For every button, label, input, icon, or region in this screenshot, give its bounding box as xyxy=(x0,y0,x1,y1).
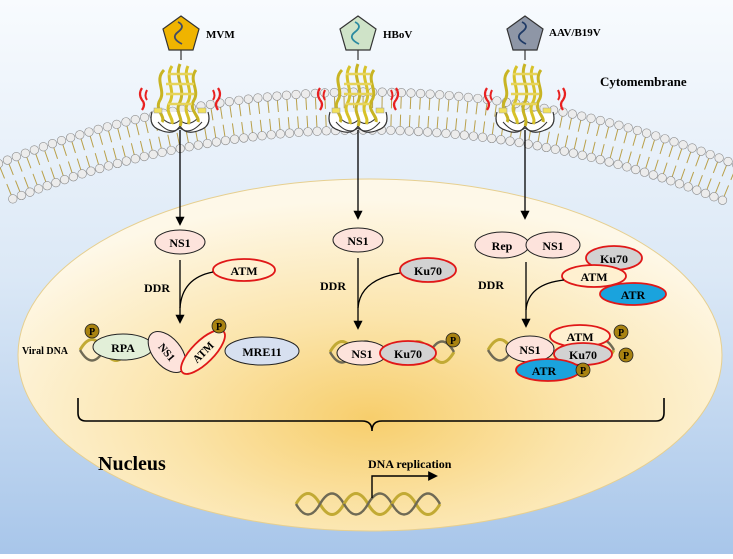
phospho-icon: P xyxy=(576,363,590,377)
phospho-icon: P xyxy=(614,325,628,339)
mvm-atm-label: ATM xyxy=(230,264,257,278)
hbov-ddr-label: DDR xyxy=(320,279,346,293)
aav-complex-ku70-label: Ku70 xyxy=(569,348,597,362)
aav-atr-label: ATR xyxy=(621,288,646,302)
membrane-label: Cytomembrane xyxy=(600,74,687,89)
aav-complex-atr-label: ATR xyxy=(532,364,557,378)
aav-ns1-label: NS1 xyxy=(542,239,563,253)
aav-ddr-label: DDR xyxy=(478,278,504,292)
viral-dna-label: Viral DNA xyxy=(22,346,69,357)
mvm-ns1-label: NS1 xyxy=(169,236,190,250)
virus-mvm-label: MVM xyxy=(206,29,235,41)
svg-text:P: P xyxy=(580,366,586,377)
aav-rep-label: Rep xyxy=(492,239,513,253)
svg-text:P: P xyxy=(89,327,95,338)
phospho-icon: P xyxy=(619,348,633,362)
mvm-rpa-label: RPA xyxy=(111,341,135,355)
aav-atm-label: ATM xyxy=(580,270,607,284)
hbov-ku70-label: Ku70 xyxy=(414,264,442,278)
svg-text:P: P xyxy=(216,322,222,333)
mvm-ddr-label: DDR xyxy=(144,281,170,295)
phospho-icon: P xyxy=(85,324,99,338)
aav-complex-ns1-label: NS1 xyxy=(519,343,540,357)
phospho-icon: P xyxy=(446,333,460,347)
hbov-complex-ku70-label: Ku70 xyxy=(394,347,422,361)
hbov-ns1-label: NS1 xyxy=(347,234,368,248)
svg-text:P: P xyxy=(618,328,624,339)
svg-text:P: P xyxy=(623,351,629,362)
phospho-icon: P xyxy=(212,319,226,333)
svg-text:P: P xyxy=(450,336,456,347)
virus-aav-label: AAV/B19V xyxy=(549,27,601,39)
aav-ku70-label: Ku70 xyxy=(600,252,628,266)
hbov-complex-ns1-label: NS1 xyxy=(351,347,372,361)
replication-label: DNA replication xyxy=(368,457,452,471)
mvm-mre11-label: MRE11 xyxy=(242,345,281,359)
aav-complex-atm-label: ATM xyxy=(566,330,593,344)
virus-hbov-label: HBoV xyxy=(383,29,412,41)
nucleus-label: Nucleus xyxy=(98,453,166,475)
